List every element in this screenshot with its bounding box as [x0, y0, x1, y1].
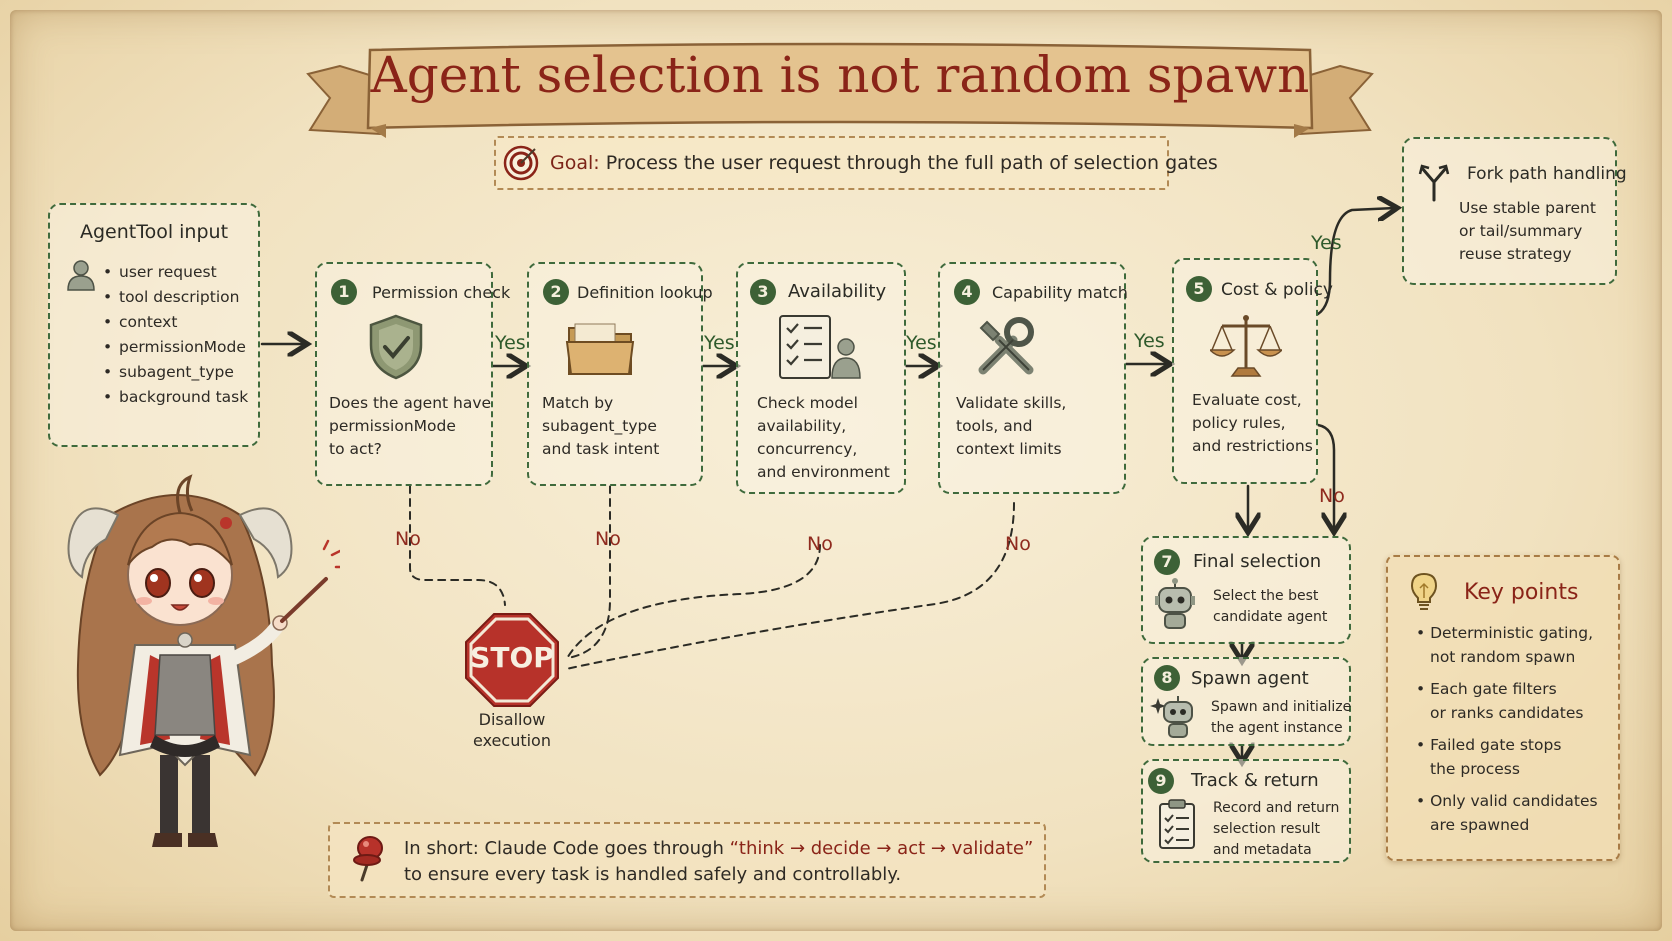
- summary-line-1: In short: Claude Code goes through “thin…: [404, 838, 1034, 859]
- edge-label-yes: Yes: [1134, 330, 1165, 352]
- robot-sparkle-icon: [1150, 696, 1193, 738]
- step-title: Track & return: [1191, 770, 1319, 791]
- input-item: context: [103, 310, 248, 335]
- scales-icon: [1210, 315, 1282, 377]
- step-description: Spawn and initialize the agent instance: [1211, 699, 1352, 736]
- summary-line-2: to ensure every task is handled safely a…: [404, 864, 902, 885]
- edge-label-yes: Yes: [1311, 232, 1342, 254]
- no-path-3: [565, 544, 821, 661]
- step-description: Evaluate cost, policy rules, and restric…: [1192, 391, 1313, 455]
- agenttool-input-list: user request tool description context pe…: [103, 260, 248, 410]
- key-points-title: Key points: [1464, 580, 1579, 605]
- fork-path-box: [1402, 137, 1617, 285]
- step-description: Record and return selection result and m…: [1213, 800, 1340, 858]
- summary-box: [328, 822, 1046, 898]
- step-description: Check model availability, concurrency, a…: [757, 394, 890, 481]
- stop-caption: Disallow execution: [473, 710, 551, 750]
- goal-text: Goal: Process the user request through t…: [550, 152, 1218, 174]
- input-item: permissionMode: [103, 335, 248, 360]
- edge-label-yes: Yes: [704, 332, 735, 354]
- step-number: 5: [1186, 276, 1212, 302]
- edge-label-yes: Yes: [906, 332, 937, 354]
- step-description: Select the best candidate agent: [1213, 588, 1328, 625]
- user-icon: [67, 260, 95, 291]
- mascot-character: [67, 474, 340, 847]
- pushpin-icon: [353, 836, 383, 882]
- input-item: user request: [103, 260, 248, 285]
- step-number: 1: [331, 279, 357, 305]
- edge-label-no: No: [807, 533, 833, 555]
- step-number: 9: [1148, 768, 1174, 794]
- key-point-item: • Deterministic gating,not random spawn: [1416, 624, 1594, 666]
- shield-check-icon: [369, 314, 423, 380]
- step-title: Final selection: [1193, 551, 1322, 572]
- step-description: Does the agent have permissionMode to ac…: [329, 394, 492, 458]
- fork-description: Use stable parent or tail/summary reuse …: [1459, 199, 1596, 263]
- edge-label-no: No: [1005, 533, 1031, 555]
- step-title: Spawn agent: [1191, 668, 1309, 689]
- goal-box: [494, 136, 1169, 190]
- clipboard-icon: [1159, 799, 1195, 849]
- lightbulb-icon: [1410, 572, 1438, 610]
- wrench-icon: [978, 317, 1034, 375]
- edge-label-no: No: [595, 528, 621, 550]
- input-item: background task: [103, 385, 248, 410]
- agenttool-input-heading: AgentTool input: [79, 221, 229, 243]
- stop-sign-icon: [465, 613, 559, 707]
- page-title: Agent selection is not random spawn: [370, 46, 1310, 104]
- step-number: 7: [1154, 549, 1180, 575]
- input-item: tool description: [103, 285, 248, 310]
- checklist-user-icon: [779, 315, 861, 379]
- no-path-1: [409, 485, 506, 606]
- step-number: 4: [954, 279, 980, 305]
- no-path-4: [565, 502, 1015, 670]
- arrow-5-to-fork: [1316, 208, 1395, 316]
- title-banner: [306, 42, 1374, 138]
- robot-icon: [1155, 578, 1195, 629]
- folder-icon: [565, 323, 635, 375]
- step-number: 2: [543, 279, 569, 305]
- step-title: Cost & policy: [1221, 280, 1333, 300]
- arrow-5-no-to-7: [1316, 423, 1334, 530]
- target-icon: [503, 145, 539, 181]
- fork-title: Fork path handling: [1467, 164, 1627, 184]
- stop-sign-text: STOP: [470, 641, 554, 674]
- input-item: subagent_type: [103, 360, 248, 385]
- fork-icon: [1418, 164, 1450, 202]
- edge-label-yes: Yes: [495, 332, 526, 354]
- step-description: Validate skills, tools, and context limi…: [956, 394, 1067, 458]
- no-path-2: [567, 485, 611, 659]
- step-number: 8: [1154, 665, 1180, 691]
- step-description: Match by subagent_type and task intent: [542, 394, 660, 458]
- step-title: Permission check: [372, 283, 511, 302]
- step-title: Capability match: [992, 283, 1128, 302]
- step-title: Availability: [788, 281, 887, 302]
- edge-label-no: No: [395, 528, 421, 550]
- key-points-list: • Deterministic gating,not random spawn …: [1416, 621, 1598, 837]
- edge-label-no: No: [1319, 485, 1345, 507]
- step-number: 3: [750, 279, 776, 305]
- step-title: Definition lookup: [577, 283, 713, 302]
